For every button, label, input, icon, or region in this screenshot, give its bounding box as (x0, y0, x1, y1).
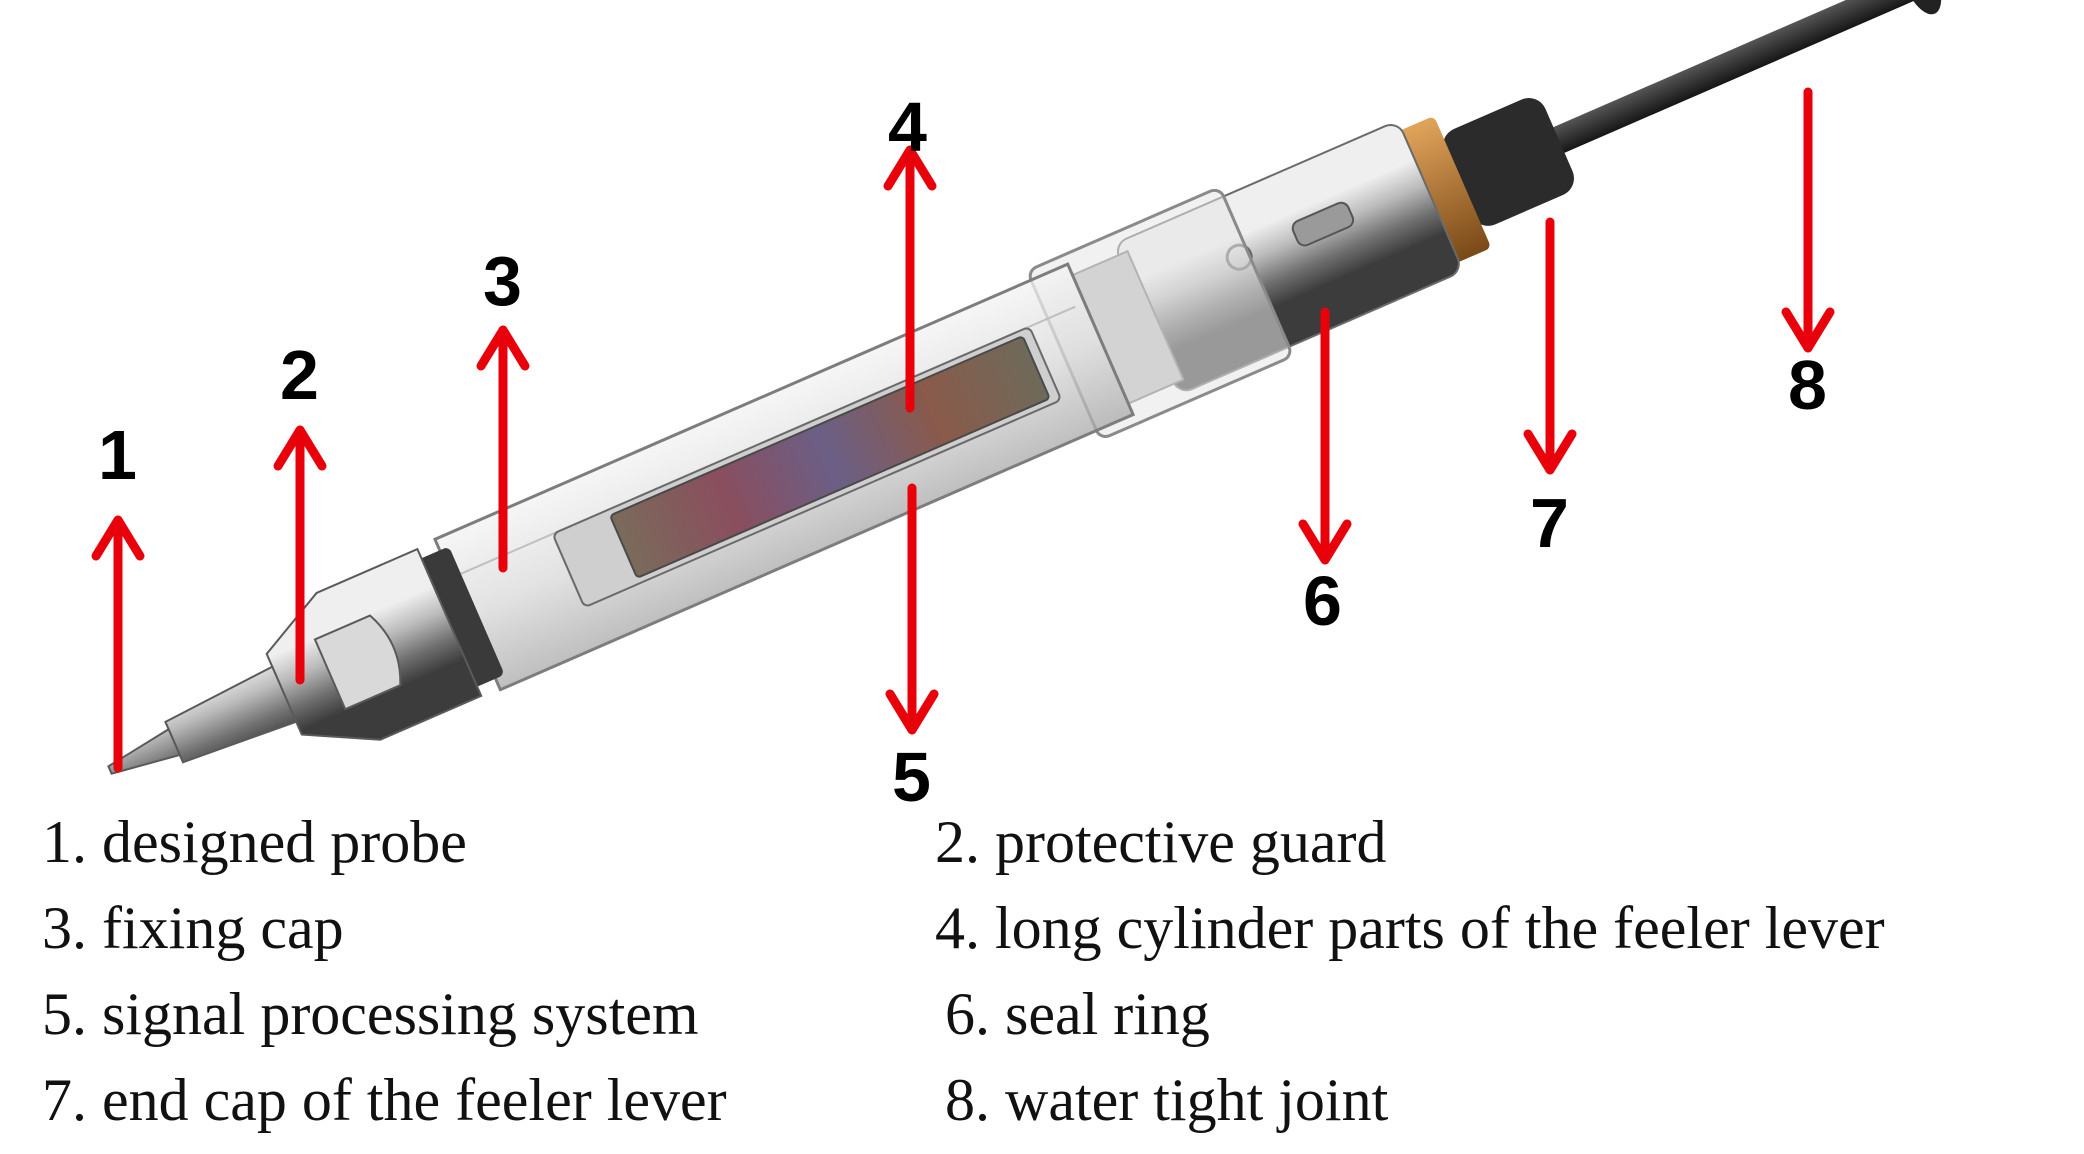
legend-item-3: 3. fixing cap (42, 895, 344, 961)
callout-8: 8 (1788, 346, 1827, 424)
callout-arrow-2 (273, 425, 327, 685)
cable (1538, 0, 1928, 158)
legend-item-6: 6. seal ring (945, 981, 1210, 1047)
legend-item-7: 7. end cap of the feeler lever (42, 1067, 727, 1133)
water-tight-joint (1443, 97, 1575, 226)
callout-arrow-1 (91, 515, 145, 773)
legend-item-5: 5. signal processing system (42, 981, 699, 1047)
end-cap-slot (1291, 201, 1355, 247)
callout-4: 4 (888, 88, 927, 166)
fixing-cap-flat (313, 614, 402, 711)
protective-guard (164, 665, 298, 764)
designed-probe (107, 727, 182, 775)
callout-arrow-5 (885, 483, 939, 735)
brass-nut (1399, 117, 1490, 262)
legend-item-8: 8. water tight joint (945, 1067, 1389, 1133)
callout-arrow-3 (476, 325, 530, 573)
callout-arrows (91, 87, 1835, 773)
callout-2: 2 (280, 336, 319, 414)
legend-item-4: 4. long cylinder parts of the feeler lev… (935, 895, 1885, 961)
callout-arrow-7 (1523, 217, 1577, 475)
callout-6: 6 (1303, 562, 1342, 640)
callout-5: 5 (892, 738, 931, 816)
callout-1: 1 (98, 416, 137, 494)
legend-item-1: 1. designed probe (42, 809, 467, 875)
callout-3: 3 (483, 242, 522, 320)
fixing-cap-ring (414, 548, 503, 689)
legend-item-2: 2. protective guard (935, 809, 1387, 875)
callout-arrow-6 (1298, 307, 1352, 565)
probe-body (107, 0, 1942, 775)
callout-arrow-4 (883, 145, 937, 413)
callout-arrow-8 (1781, 87, 1835, 353)
callout-7: 7 (1530, 484, 1569, 562)
signal-board (610, 336, 1050, 578)
